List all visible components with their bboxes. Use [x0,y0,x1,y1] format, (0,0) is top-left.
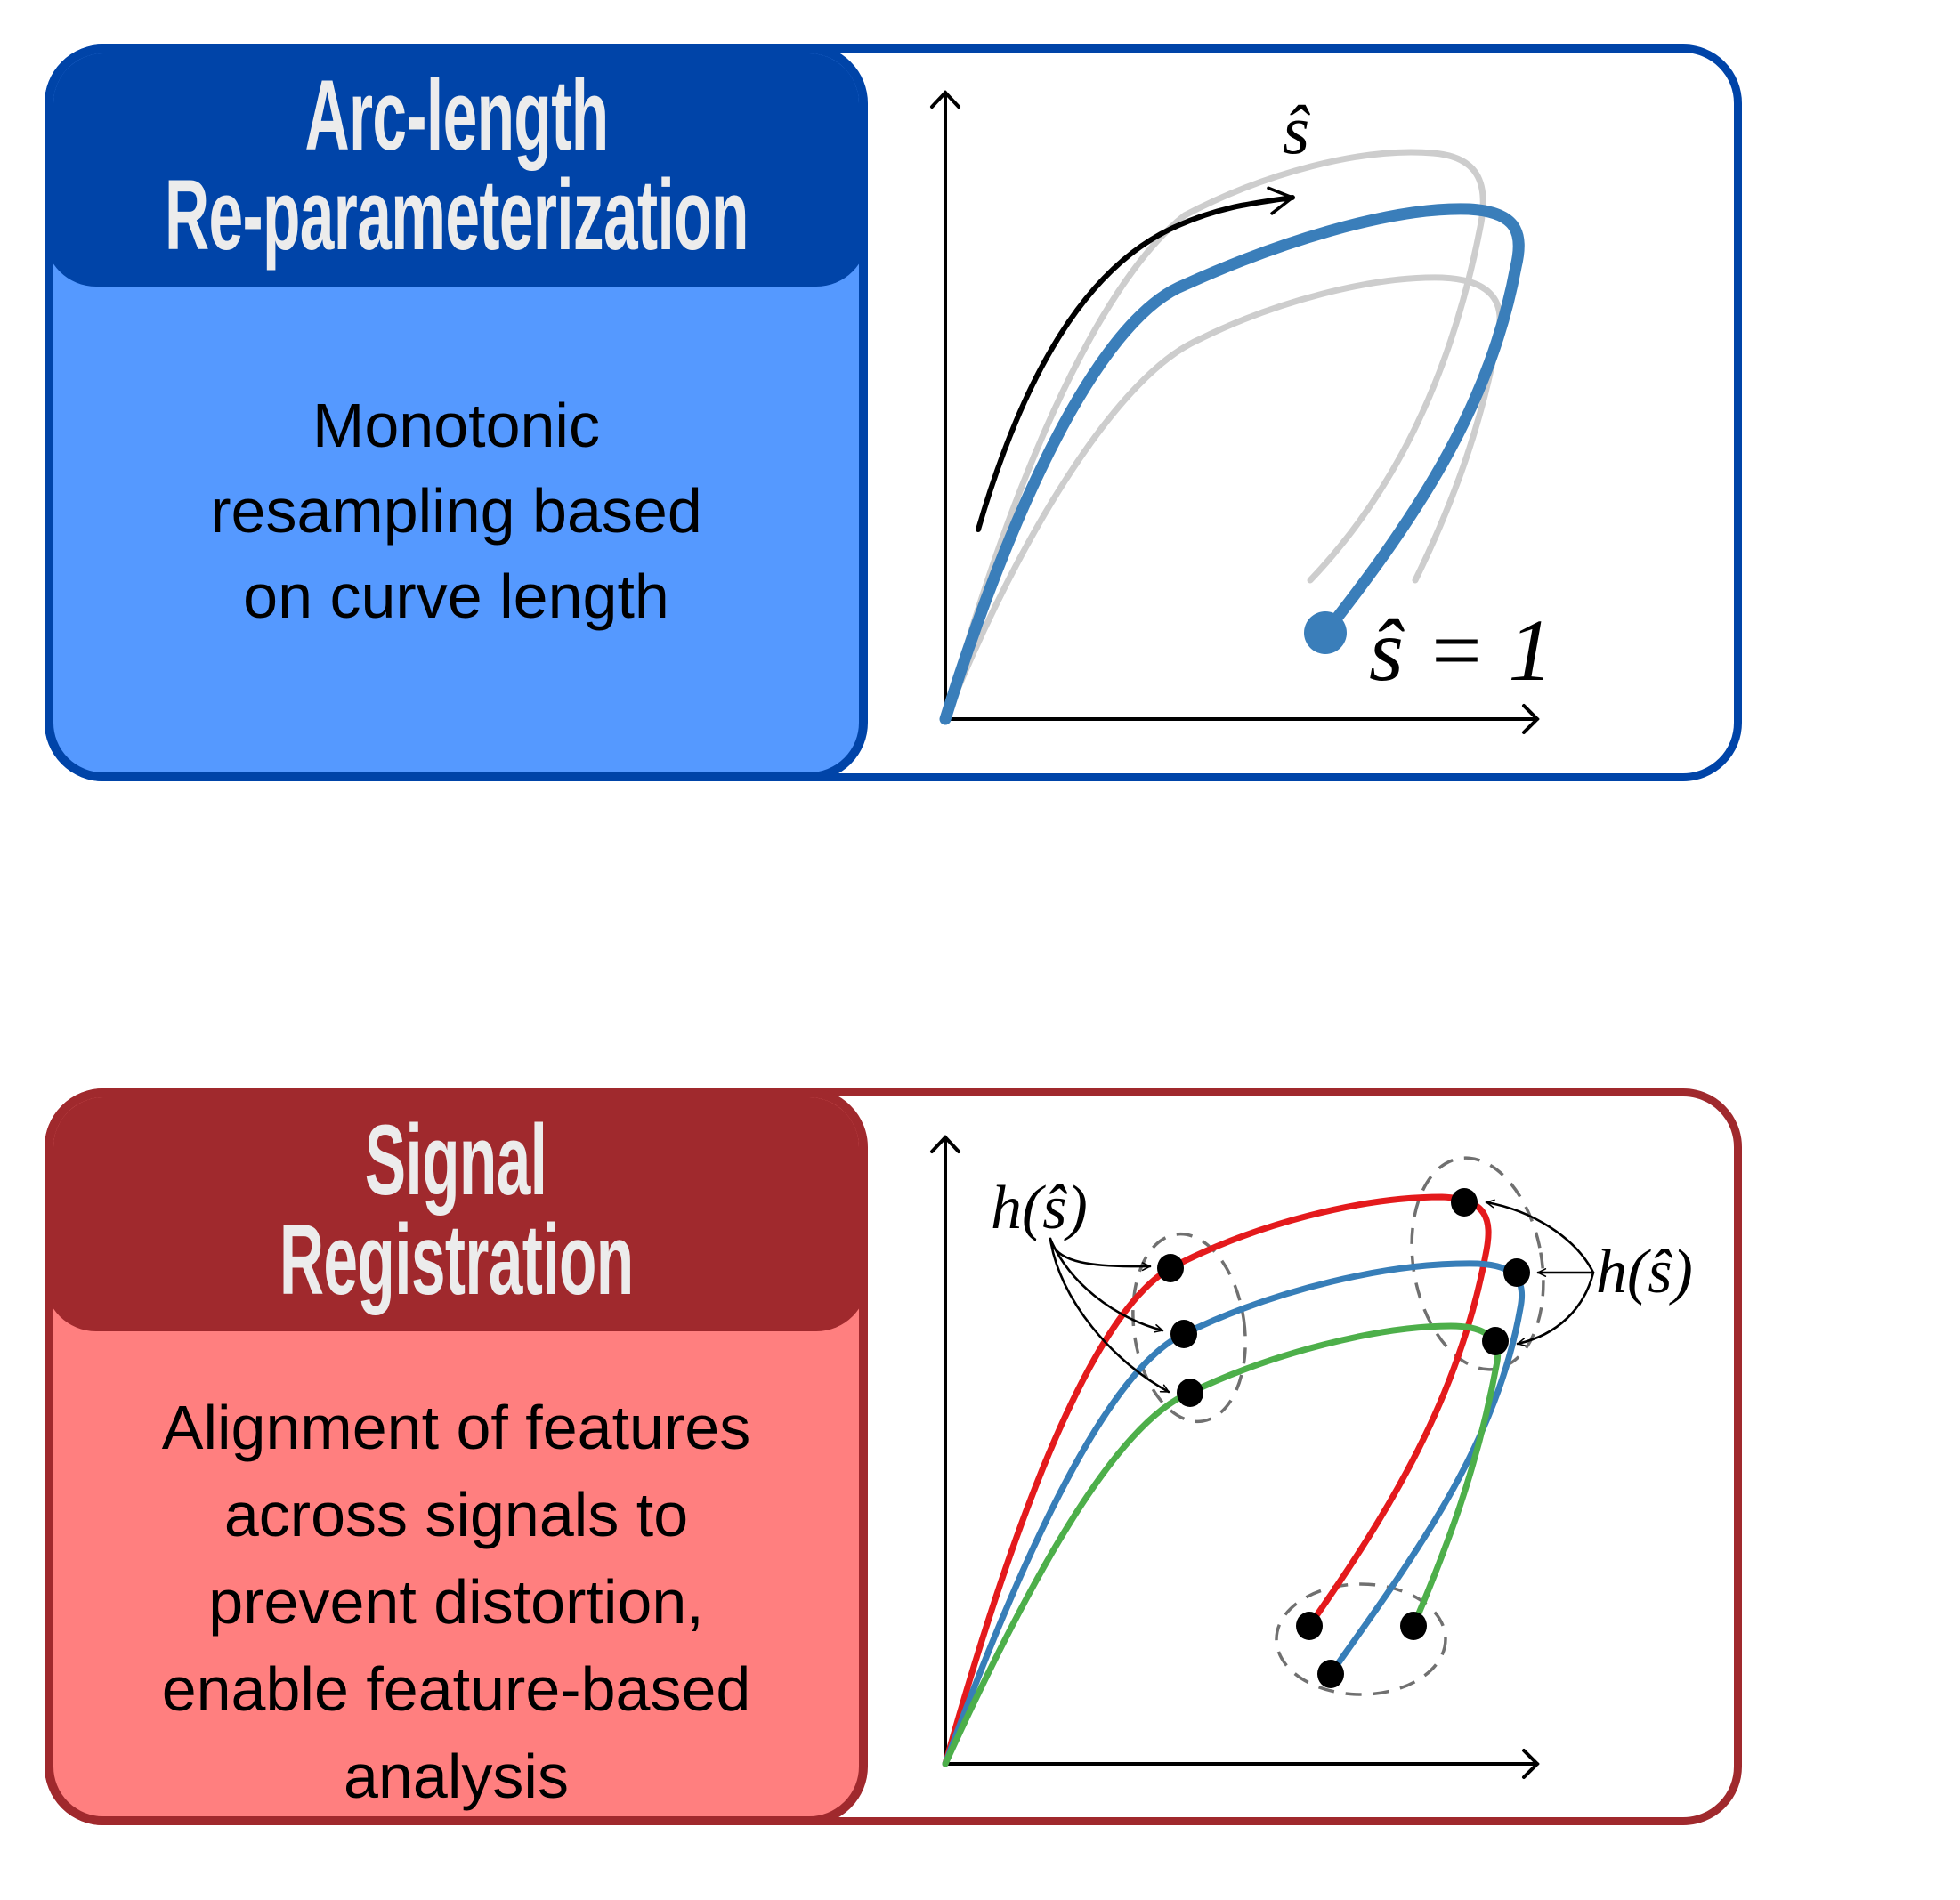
signal-registration-panel: Signal Registration Alignment of feature… [45,1088,1742,1825]
signal-registration-description-line-5: analysis [344,1742,569,1811]
arc-length-title-line-1: Arc-length [304,60,609,171]
signal-registration-description-line-2: across signals to [223,1480,689,1549]
signal-registration-description-line-4: enable feature-based [161,1654,751,1724]
signal-registration-description-line-3: prevent distortion, [208,1567,704,1637]
arc-length-card: Arc-length Re-parameterization Monotonic… [45,44,868,781]
signal-registration-description-line-1: Alignment of features [161,1393,751,1462]
signal-registration-card: Signal Registration Alignment of feature… [45,1088,868,1825]
arc-length-description-line-3: on curve length [243,562,669,631]
signal-registration-title-line-1: Signal [365,1104,547,1216]
arc-length-description-line-1: Monotonic [312,391,600,460]
arc-length-header: Arc-length Re-parameterization [53,53,859,287]
arc-length-panel: Arc-length Re-parameterization Monotonic… [45,44,1742,781]
signal-registration-header: Signal Registration [53,1097,859,1331]
arc-length-title-line-2: Re-parameterization [164,159,749,271]
arc-length-description: Monotonic resampling based on curve leng… [53,383,859,639]
signal-registration-title-line-2: Registration [279,1203,634,1315]
arc-length-description-line-2: resampling based [210,476,702,546]
signal-registration-description: Alignment of features across signals to … [53,1384,859,1816]
